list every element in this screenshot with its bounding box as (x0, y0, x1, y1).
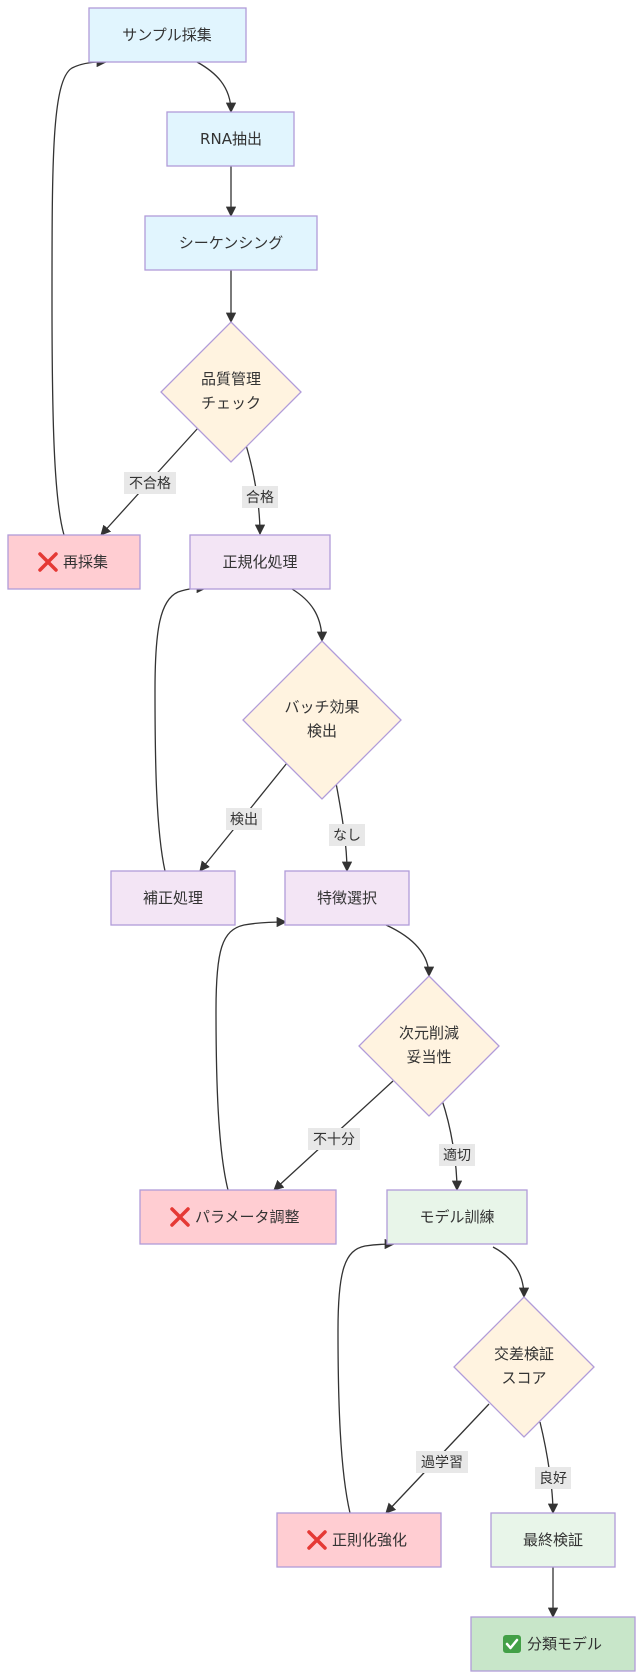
node-label-line2: チェック (201, 394, 261, 412)
edge-label-batch-none: なし (333, 828, 361, 844)
edge-label-bg (242, 486, 278, 508)
node-label-line2: スコア (501, 1369, 546, 1387)
edge-train-to-cv (492, 1246, 530, 1299)
edge-sample-to-rna (196, 61, 237, 114)
node-quality-check[interactable]: 品質管理 チェック (160, 321, 302, 463)
edge-label-bg (329, 824, 365, 846)
node-label-line1: 交差検証 (494, 1345, 554, 1363)
cross-mark-icon (170, 1207, 190, 1227)
edge-label-bg (226, 808, 262, 830)
node-label: パラメータ調整 (195, 1208, 300, 1226)
node-label: 正規化処理 (222, 553, 297, 571)
edge-label-cv-overfit: 過学習 (421, 1455, 463, 1471)
check-mark-icon (503, 1635, 521, 1653)
edge-reg-to-train (337, 1238, 396, 1514)
node-label: 分類モデル (527, 1635, 602, 1653)
nodes: サンプル採集 RNA抽出 シーケンシング 品質管理 チェック 再採集 (7, 7, 636, 1672)
node-regularization[interactable]: 正則化強化 (276, 1512, 442, 1568)
cross-mark-icon (38, 552, 58, 572)
node-batch-effect-detection[interactable]: バッチ効果 検出 (242, 640, 402, 800)
node-label-line2: 妥当性 (406, 1048, 451, 1066)
node-dimensionality-check[interactable]: 次元削減 妥当性 (358, 975, 500, 1117)
edge-feature-to-dimred (385, 924, 435, 978)
node-label: モデル訓練 (419, 1208, 494, 1226)
node-label-line1: バッチ効果 (284, 698, 359, 716)
edge-label-qc-fail: 不合格 (129, 476, 171, 492)
node-cross-validation[interactable]: 交差検証 スコア (453, 1296, 595, 1438)
node-model-training[interactable]: モデル訓練 (386, 1189, 528, 1245)
node-sample-collection[interactable]: サンプル採集 (88, 7, 247, 63)
node-label: 最終検証 (523, 1531, 583, 1549)
edge-label-dim-ok: 適切 (443, 1147, 471, 1164)
node-label: 補正処理 (143, 889, 203, 907)
node-label: サンプル採集 (122, 26, 212, 44)
cross-mark-icon (307, 1530, 327, 1550)
edge-norm-to-batch (291, 588, 328, 643)
node-label: シーケンシング (179, 234, 284, 252)
edge-correct-to-norm (154, 582, 208, 872)
edge-label-bg (124, 472, 176, 494)
node-label: RNA抽出 (200, 130, 262, 148)
edge-param-to-feature (215, 916, 288, 1191)
node-classification-model[interactable]: 分類モデル (470, 1616, 636, 1672)
edge-label-bg (416, 1451, 468, 1473)
node-resample[interactable]: 再採集 (7, 534, 141, 590)
edge-resample-to-sample (51, 56, 108, 536)
node-final-validation[interactable]: 最終検証 (490, 1512, 616, 1568)
node-label-line1: 品質管理 (201, 370, 261, 388)
node-label: 再採集 (63, 553, 108, 571)
edge-label-dim-insufficient: 不十分 (313, 1132, 355, 1148)
node-sequencing[interactable]: シーケンシング (144, 215, 318, 271)
edge-label-cv-good: 良好 (539, 1471, 567, 1487)
node-correction[interactable]: 補正処理 (110, 870, 236, 926)
node-label: 正則化強化 (332, 1531, 407, 1549)
edge-label-bg (439, 1144, 475, 1166)
node-rna-extraction[interactable]: RNA抽出 (166, 111, 295, 167)
node-parameter-tuning[interactable]: パラメータ調整 (139, 1189, 337, 1245)
node-label-line2: 検出 (307, 722, 337, 740)
edge-label-bg (308, 1128, 360, 1150)
node-label: 特徴選択 (317, 889, 377, 907)
edge-label-qc-pass: 合格 (246, 490, 274, 506)
node-feature-selection[interactable]: 特徴選択 (284, 870, 410, 926)
edge-labels: 不合格 合格 検出 なし 不十分 適切 過学習 良好 (124, 472, 571, 1489)
node-normalization[interactable]: 正規化処理 (189, 534, 331, 590)
edge-label-bg (535, 1467, 571, 1489)
edge-label-batch-found: 検出 (230, 812, 258, 828)
node-label-line1: 次元削減 (399, 1024, 459, 1042)
